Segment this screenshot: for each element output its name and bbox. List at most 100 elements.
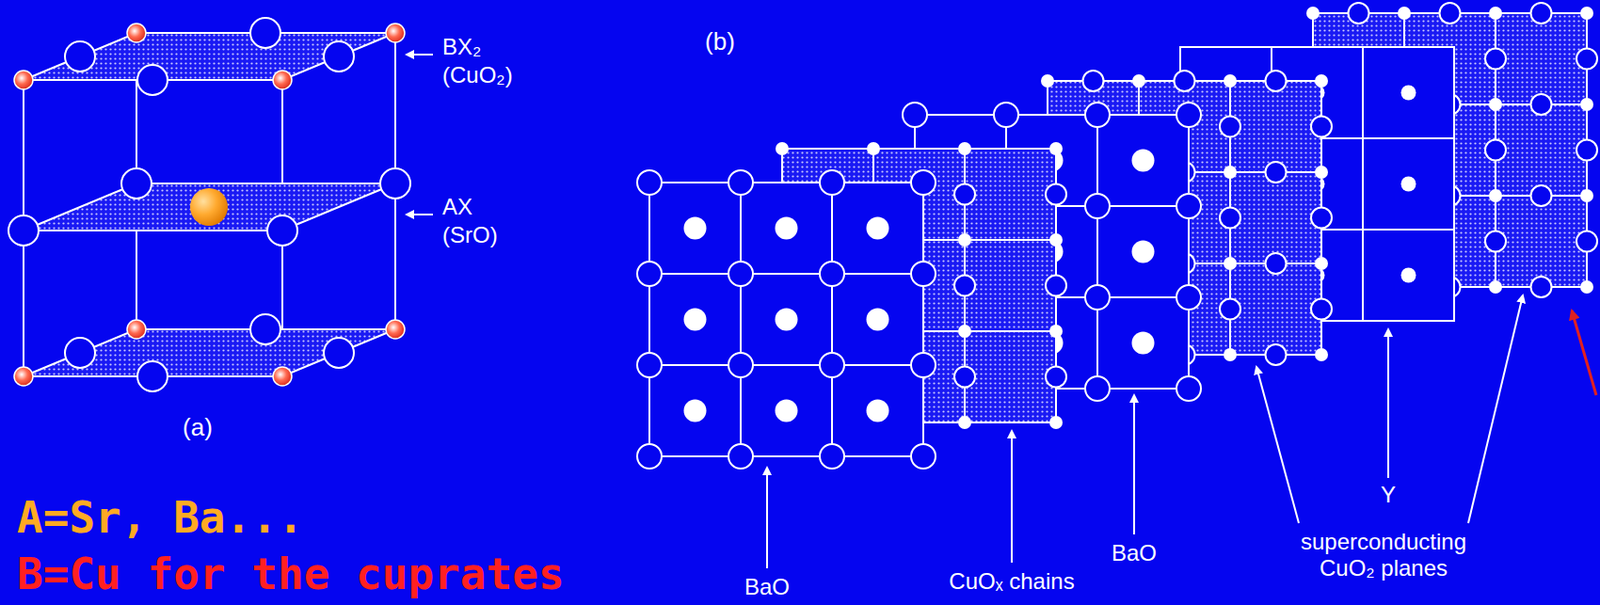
cu-atom bbox=[1049, 416, 1063, 430]
oxygen-atom bbox=[1174, 70, 1196, 92]
cu-atom bbox=[958, 233, 972, 247]
oxygen-atom bbox=[819, 352, 845, 378]
cu-atom bbox=[1132, 74, 1146, 88]
oxygen-atom bbox=[728, 444, 753, 469]
oxygen-atom bbox=[1440, 2, 1461, 24]
label: BX₂ bbox=[442, 33, 481, 61]
cu-atom bbox=[958, 416, 972, 430]
label: A=Sr, Ba... bbox=[16, 493, 304, 544]
oxygen-atom bbox=[911, 170, 936, 195]
oxygen-atom bbox=[1085, 102, 1110, 128]
label: CuOₓ chains bbox=[948, 568, 1074, 595]
ba-atom bbox=[866, 308, 890, 332]
oxygen-atom bbox=[1219, 299, 1241, 320]
ba-atom bbox=[775, 400, 799, 423]
ba-atom bbox=[775, 308, 799, 332]
oxygen-atom bbox=[1485, 48, 1506, 70]
oxygen-atom bbox=[637, 352, 662, 378]
cu-atom bbox=[1314, 74, 1328, 88]
cu-atom bbox=[1223, 348, 1237, 362]
label: (SrO) bbox=[442, 222, 498, 249]
grid-line bbox=[831, 182, 833, 457]
oxygen-atom bbox=[1176, 193, 1201, 219]
oxygen-atom bbox=[1576, 48, 1598, 70]
ba-atom bbox=[684, 308, 707, 332]
oxygen-atom bbox=[1576, 140, 1598, 161]
cu-atom bbox=[1580, 6, 1594, 20]
oxygen-atom bbox=[637, 444, 662, 469]
oxygen-atom bbox=[1348, 2, 1370, 24]
oxygen-atom bbox=[1311, 116, 1332, 138]
grid-line bbox=[739, 182, 742, 457]
ba-atom bbox=[1132, 149, 1155, 173]
cu-atom bbox=[1223, 165, 1237, 179]
oxygen-atom bbox=[911, 261, 936, 287]
grid-line bbox=[1361, 47, 1364, 321]
oxygen-atom bbox=[1176, 376, 1201, 401]
label: Y bbox=[1380, 481, 1396, 509]
cu-atom bbox=[1049, 142, 1063, 156]
oxygen-atom bbox=[1311, 208, 1332, 229]
atomic-layer bbox=[637, 170, 936, 469]
label: BaO bbox=[744, 574, 790, 601]
oxygen-atom bbox=[1576, 231, 1598, 253]
label: superconducting CuO₂ planes bbox=[1280, 528, 1488, 581]
grid-line bbox=[649, 272, 924, 275]
cu-atom bbox=[1314, 165, 1328, 179]
cu-atom bbox=[1314, 348, 1328, 362]
y-atom bbox=[1401, 85, 1417, 101]
copper-atoms bbox=[14, 23, 405, 386]
oxygen-atom bbox=[1265, 70, 1287, 92]
label: (b) bbox=[704, 28, 736, 57]
cu-atom bbox=[1580, 97, 1594, 112]
oxygen-atom bbox=[1531, 185, 1552, 207]
oxygen-atom bbox=[993, 102, 1019, 128]
oxygen-atom bbox=[1531, 276, 1552, 298]
grid-line bbox=[649, 364, 924, 367]
cu-atom bbox=[1049, 324, 1063, 338]
oxygen-atom bbox=[637, 170, 662, 195]
ba-atom bbox=[866, 400, 890, 423]
oxygen-atom bbox=[1531, 94, 1552, 115]
oxygen-atom bbox=[954, 275, 976, 297]
cu-atom bbox=[1488, 6, 1503, 20]
oxygen-atom bbox=[728, 352, 753, 378]
oxygen-atom bbox=[1085, 376, 1110, 401]
cu-atom bbox=[1306, 6, 1320, 20]
cu-atom bbox=[1488, 280, 1503, 294]
label: B=Cu for the cuprates bbox=[16, 549, 565, 600]
ba-atom bbox=[866, 217, 890, 240]
oxygen-atom bbox=[1219, 116, 1241, 138]
red-arrow bbox=[1571, 310, 1597, 396]
oxygen-atom bbox=[637, 261, 662, 287]
cu-atom bbox=[1223, 256, 1237, 271]
oxygen-atom bbox=[1045, 367, 1067, 388]
oxygen-atom bbox=[1045, 275, 1067, 297]
cu-atom bbox=[1397, 6, 1411, 20]
oxygen-atom bbox=[1219, 208, 1241, 229]
label: (CuO₂) bbox=[442, 62, 513, 89]
cu-atom bbox=[775, 142, 789, 156]
oxygen-atom bbox=[1085, 285, 1110, 310]
label: (a) bbox=[182, 414, 213, 443]
oxygen-atom bbox=[819, 170, 845, 195]
cu-atom bbox=[1223, 74, 1237, 88]
ba-atom bbox=[1132, 240, 1155, 264]
oxygen-atom bbox=[1265, 253, 1287, 274]
oxygen-atom bbox=[819, 444, 845, 469]
oxygen-atom bbox=[728, 170, 753, 195]
oxygen-atom bbox=[1176, 102, 1201, 128]
cu-atom bbox=[866, 142, 880, 156]
label: AX bbox=[442, 193, 473, 221]
oxygen-atoms bbox=[8, 17, 411, 392]
layer-stack bbox=[637, 2, 1598, 469]
ba-atom bbox=[1132, 332, 1155, 355]
cu-atom bbox=[1488, 189, 1503, 203]
oxygen-atom bbox=[1045, 184, 1067, 206]
oxygen-atom bbox=[954, 367, 976, 388]
oxygen-atom bbox=[911, 352, 936, 378]
oxygen-atom bbox=[1311, 299, 1332, 320]
cu-atom bbox=[1580, 189, 1594, 203]
cu-atom bbox=[1488, 97, 1503, 112]
oxygen-atom bbox=[902, 102, 928, 128]
